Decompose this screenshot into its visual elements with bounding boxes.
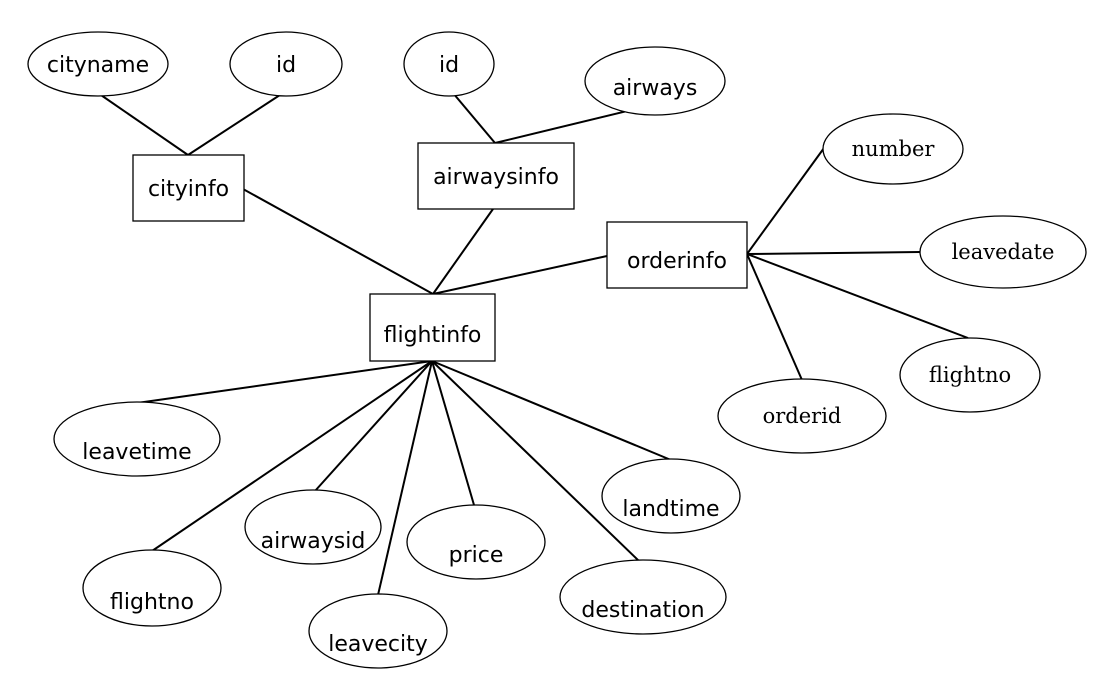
edge-orderid-orderinfo	[746, 253, 803, 381]
attr-destination-label: destination	[581, 598, 704, 623]
attr-airwaysid-label: airwaysid	[261, 529, 366, 554]
attr-price: price	[406, 504, 546, 580]
entity-orderinfo-label: orderinfo	[627, 249, 727, 274]
edge-cityname-cityinfo	[97, 92, 189, 156]
edge-destination-flightinfo	[431, 360, 641, 563]
attr-order-flightno-label: flightno	[929, 363, 1011, 387]
attr-flight-flightno: flightno	[82, 549, 222, 627]
attr-orderid-label: orderid	[763, 404, 842, 428]
edge-airwaysinfo-flightinfo	[432, 208, 494, 295]
attr-leavetime-label: leavetime	[82, 440, 191, 465]
attr-order-flightno: flightno	[899, 337, 1041, 413]
entity-cityinfo: cityinfo	[132, 154, 245, 222]
attr-airwaysinfo-id: id	[403, 31, 495, 97]
attr-airways: airways	[584, 46, 726, 116]
entity-airwaysinfo-label: airwaysinfo	[433, 165, 559, 190]
attr-leavedate-label: leavedate	[952, 240, 1055, 264]
attr-cityinfo-id-label: id	[276, 53, 296, 78]
edge-airwaysinfo-id-airwaysinfo	[452, 92, 496, 144]
edge-order-flightno-orderinfo	[746, 253, 969, 339]
edge-landtime-flightinfo	[431, 360, 672, 461]
attr-leavecity: leavecity	[308, 593, 448, 669]
attr-airwaysinfo-id-label: id	[439, 53, 459, 78]
attr-landtime: landtime	[601, 458, 741, 534]
attr-price-label: price	[449, 543, 504, 568]
edge-flight-flightno-flightinfo	[151, 360, 433, 552]
entity-orderinfo: orderinfo	[606, 221, 748, 289]
edge-orderinfo-flightinfo	[432, 255, 608, 295]
attr-destination: destination	[559, 559, 727, 635]
attr-leavecity-label: leavecity	[328, 632, 428, 657]
entity-airwaysinfo: airwaysinfo	[417, 142, 575, 210]
attr-cityname-label: cityname	[47, 53, 149, 78]
edge-airwaysid-flightinfo	[314, 360, 433, 492]
edge-cityinfo-flightinfo	[242, 188, 434, 295]
attr-leavedate: leavedate	[919, 215, 1087, 289]
edge-leavecity-flightinfo	[377, 360, 433, 596]
edge-price-flightinfo	[431, 360, 475, 506]
edge-cityinfo-id-cityinfo	[187, 92, 284, 156]
edge-number-orderinfo	[746, 147, 825, 255]
attr-number-label: number	[852, 137, 936, 161]
attr-number: number	[822, 113, 964, 185]
attr-landtime-label: landtime	[622, 497, 719, 522]
attr-cityname: cityname	[27, 31, 169, 97]
attr-airways-label: airways	[613, 76, 698, 101]
connectors	[97, 92, 969, 596]
attr-leavetime: leavetime	[53, 401, 221, 477]
attr-orderid: orderid	[717, 378, 887, 454]
entity-flightinfo-label: flightinfo	[384, 323, 482, 348]
entity-flightinfo: flightinfo	[369, 293, 496, 362]
attr-cityinfo-id: id	[229, 31, 343, 97]
attr-airwaysid: airwaysid	[244, 489, 382, 565]
edge-leavetime-flightinfo	[136, 360, 433, 404]
attr-flight-flightno-label: flightno	[110, 590, 194, 615]
edge-leavedate-orderinfo	[746, 251, 921, 255]
entity-cityinfo-label: cityinfo	[148, 177, 229, 202]
